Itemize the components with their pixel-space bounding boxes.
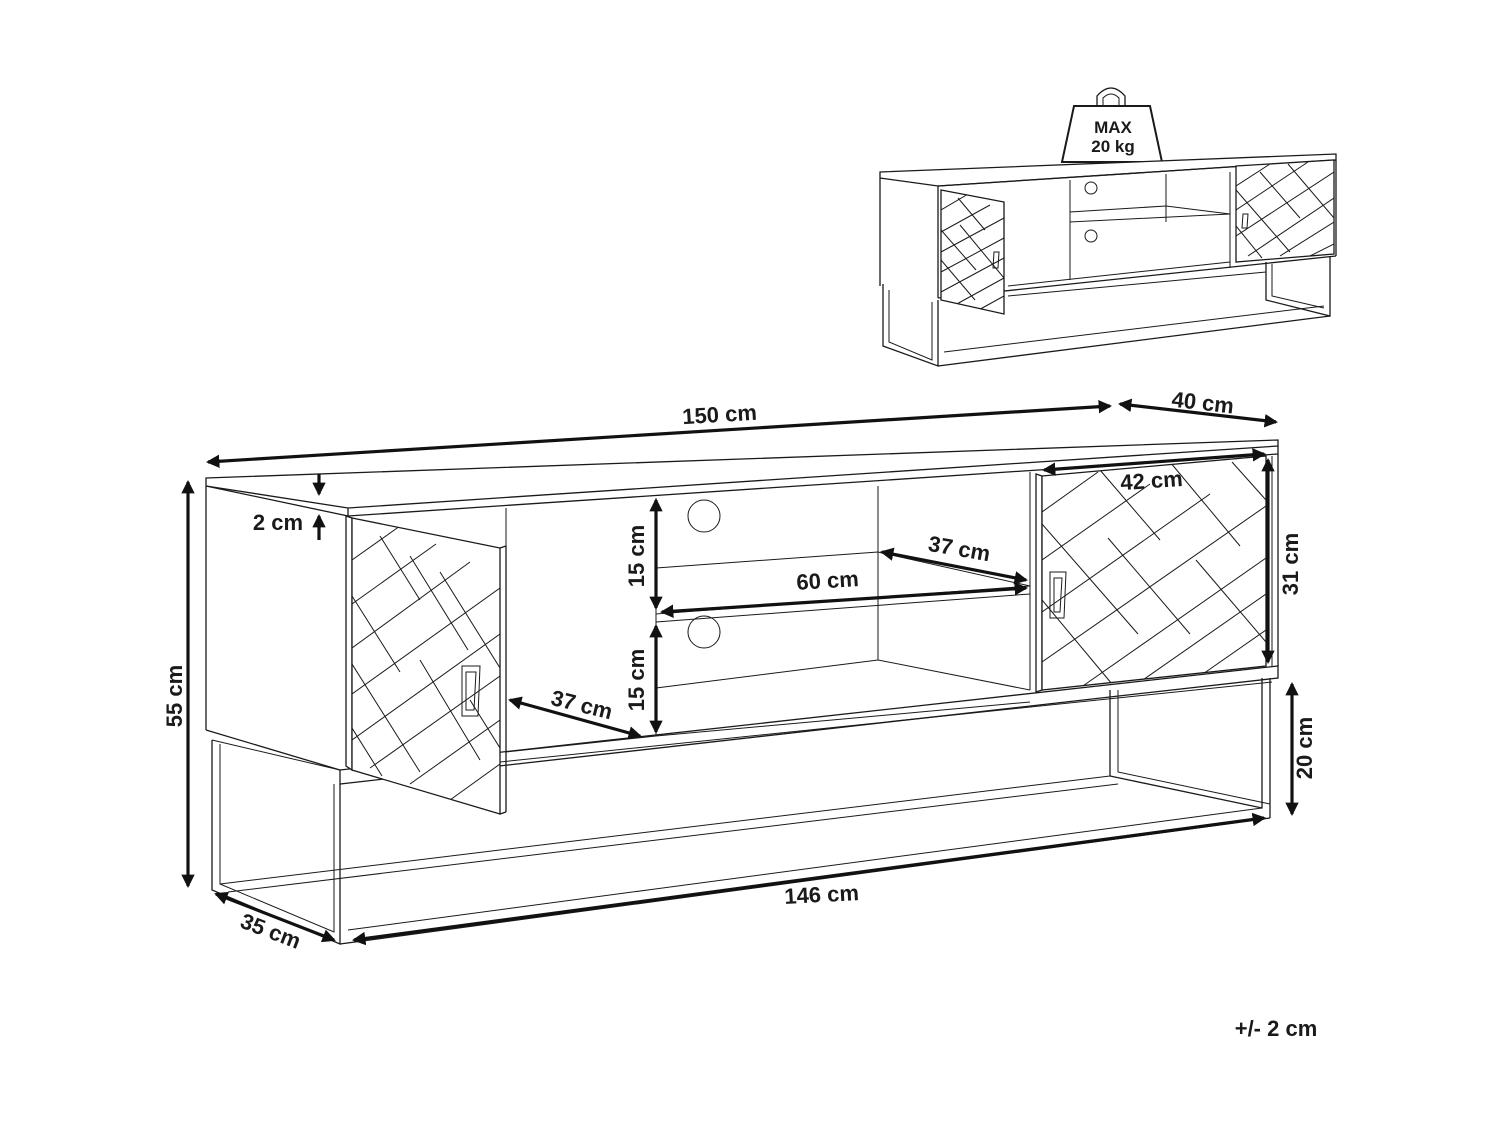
shelf-gap-bottom-label: 15 cm: [624, 649, 649, 711]
frame-depth-arrow: [214, 891, 336, 943]
dimension-lines: [181, 398, 1299, 946]
tolerance-note: +/- 2 cm: [1235, 1016, 1318, 1041]
depth-total-arrow: [1117, 398, 1279, 428]
top-thickness-label: 2 cm: [253, 510, 303, 535]
frame-width-arrow: [352, 812, 1266, 946]
main-illustration: [205, 439, 1279, 945]
preview-illustration: MAX 20 kg: [879, 87, 1337, 367]
weight-limit-line2: 20 kg: [1091, 137, 1134, 156]
dimension-labels: 150 cm 40 cm 2 cm 55 cm 42 cm 31 cm 37 c…: [162, 387, 1317, 1041]
shelf-depth-left-arrow: [508, 696, 642, 740]
weight-limit-line1: MAX: [1094, 118, 1132, 137]
shelf-width-label: 60 cm: [796, 566, 860, 595]
width-total-arrow: [205, 400, 1113, 468]
door-height-label: 31 cm: [1278, 533, 1303, 595]
shelf-gap-top-label: 15 cm: [624, 525, 649, 587]
leg-height-label: 20 cm: [1292, 717, 1317, 779]
frame-width-label: 146 cm: [784, 880, 860, 909]
door-width-arrow: [1041, 448, 1267, 476]
depth-total-label: 40 cm: [1170, 387, 1235, 419]
width-total-label: 150 cm: [682, 400, 758, 430]
door-width-label: 42 cm: [1119, 466, 1183, 495]
height-total-label: 55 cm: [162, 665, 187, 727]
shelf-width-arrow: [659, 582, 1029, 618]
shelf-depth-right-arrow: [880, 547, 1028, 585]
weight-badge: MAX 20 kg: [1060, 87, 1164, 163]
